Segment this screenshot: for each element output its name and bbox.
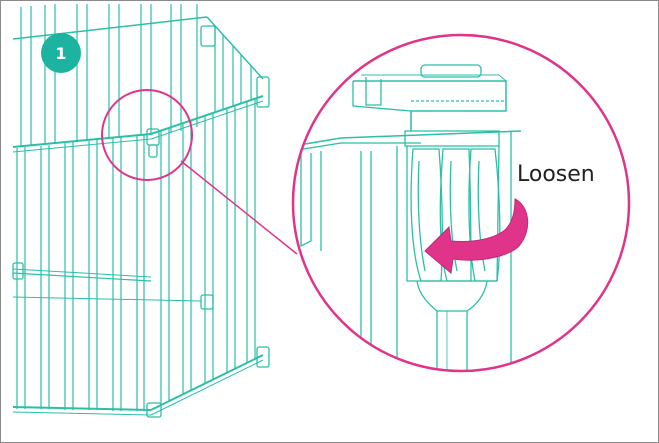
step-number: 1 (55, 44, 66, 63)
side-panel-bars (161, 98, 255, 406)
callout-connector-upper (181, 161, 297, 254)
back-panel-bars (21, 4, 197, 147)
action-label: Loosen (517, 162, 595, 187)
rear-side-bars (215, 26, 251, 113)
step-badge: 1 (41, 33, 81, 73)
magnified-detail: Loosen (291, 35, 629, 381)
